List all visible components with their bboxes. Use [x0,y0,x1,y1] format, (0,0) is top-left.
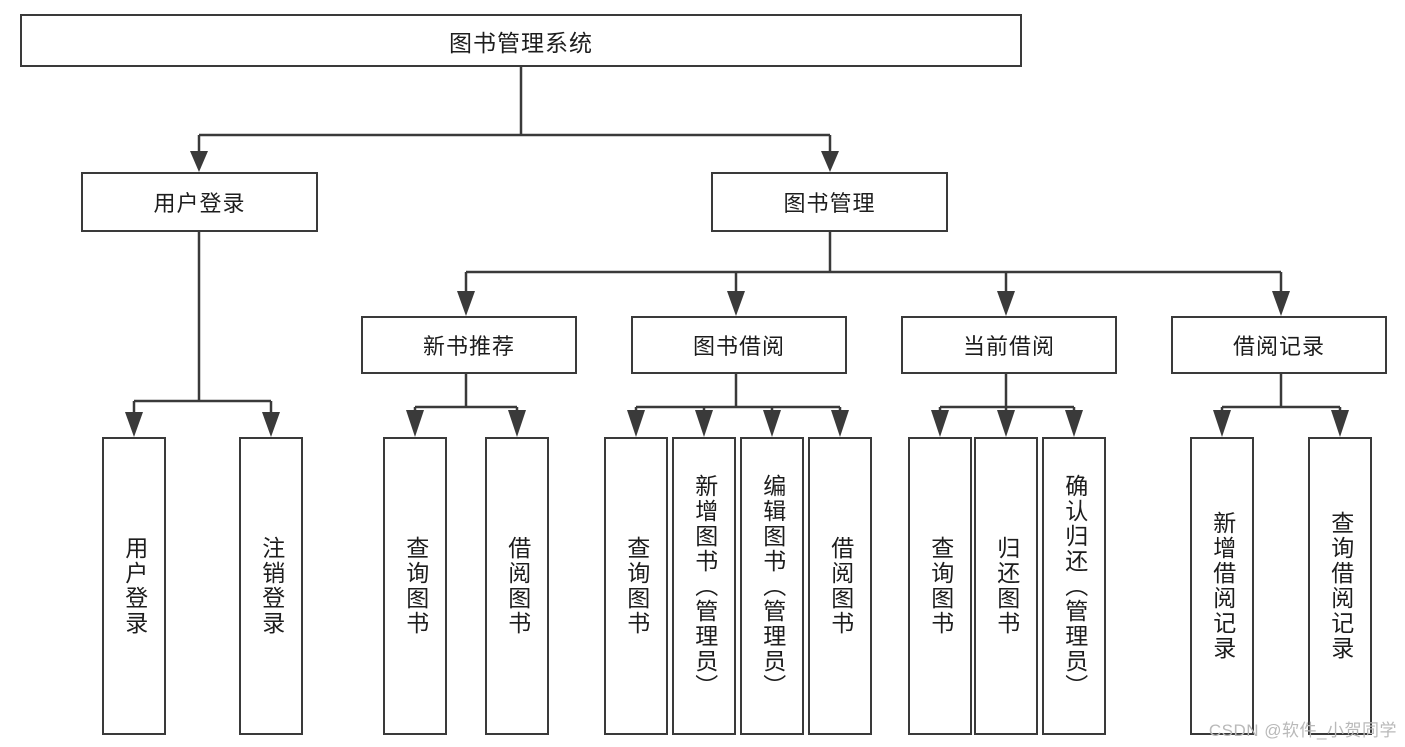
leaf-user-login[interactable]: 用户登录 [102,437,166,735]
leaf-add-book-admin[interactable]: 新增图书（管理员） [672,437,736,735]
node-label: 借阅图书 [504,536,531,636]
node-label: 用户登录 [121,536,148,636]
node-label: 注销登录 [258,536,285,636]
node-label: 图书管理 [783,191,876,216]
node-current-borrow[interactable]: 当前借阅 [901,316,1117,374]
leaf-return-book[interactable]: 归还图书 [974,437,1038,735]
node-borrow-records[interactable]: 借阅记录 [1171,316,1387,374]
leaf-add-borrow-record[interactable]: 新增借阅记录 [1190,437,1254,735]
node-label: 新增图书（管理员） [691,473,718,699]
node-label: 新增借阅记录 [1209,511,1236,661]
leaf-query-borrow-record[interactable]: 查询借阅记录 [1308,437,1372,735]
node-root-book-management-system[interactable]: 图书管理系统 [20,14,1022,67]
node-label: 借阅记录 [1232,334,1325,359]
leaf-logout[interactable]: 注销登录 [239,437,303,735]
node-label: 当前借阅 [962,334,1055,359]
node-book-borrow[interactable]: 图书借阅 [631,316,847,374]
leaf-query-book-borrow[interactable]: 查询图书 [604,437,668,735]
node-label: 查询借阅记录 [1327,511,1354,661]
node-label: 图书管理系统 [449,29,593,56]
leaf-borrow-book[interactable]: 借阅图书 [808,437,872,735]
node-label: 图书借阅 [692,334,785,359]
node-label: 查询图书 [623,536,650,636]
leaf-confirm-return-admin[interactable]: 确认归还（管理员） [1042,437,1106,735]
leaf-query-book-recommend[interactable]: 查询图书 [383,437,447,735]
node-label: 查询图书 [402,536,429,636]
leaf-borrow-book-recommend[interactable]: 借阅图书 [485,437,549,735]
node-book-management[interactable]: 图书管理 [711,172,948,232]
node-label: 确认归还（管理员） [1061,473,1088,699]
node-label: 编辑图书（管理员） [759,473,786,699]
node-label: 借阅图书 [827,536,854,636]
leaf-query-book-current[interactable]: 查询图书 [908,437,972,735]
csdn-watermark: CSDN @软件_小贺同学 [1208,721,1397,740]
node-label: 新书推荐 [422,334,515,359]
node-new-book-recommend[interactable]: 新书推荐 [361,316,577,374]
node-user-login[interactable]: 用户登录 [81,172,318,232]
node-label: 归还图书 [993,536,1020,636]
node-label: 查询图书 [927,536,954,636]
node-label: 用户登录 [153,191,246,216]
leaf-edit-book-admin[interactable]: 编辑图书（管理员） [740,437,804,735]
